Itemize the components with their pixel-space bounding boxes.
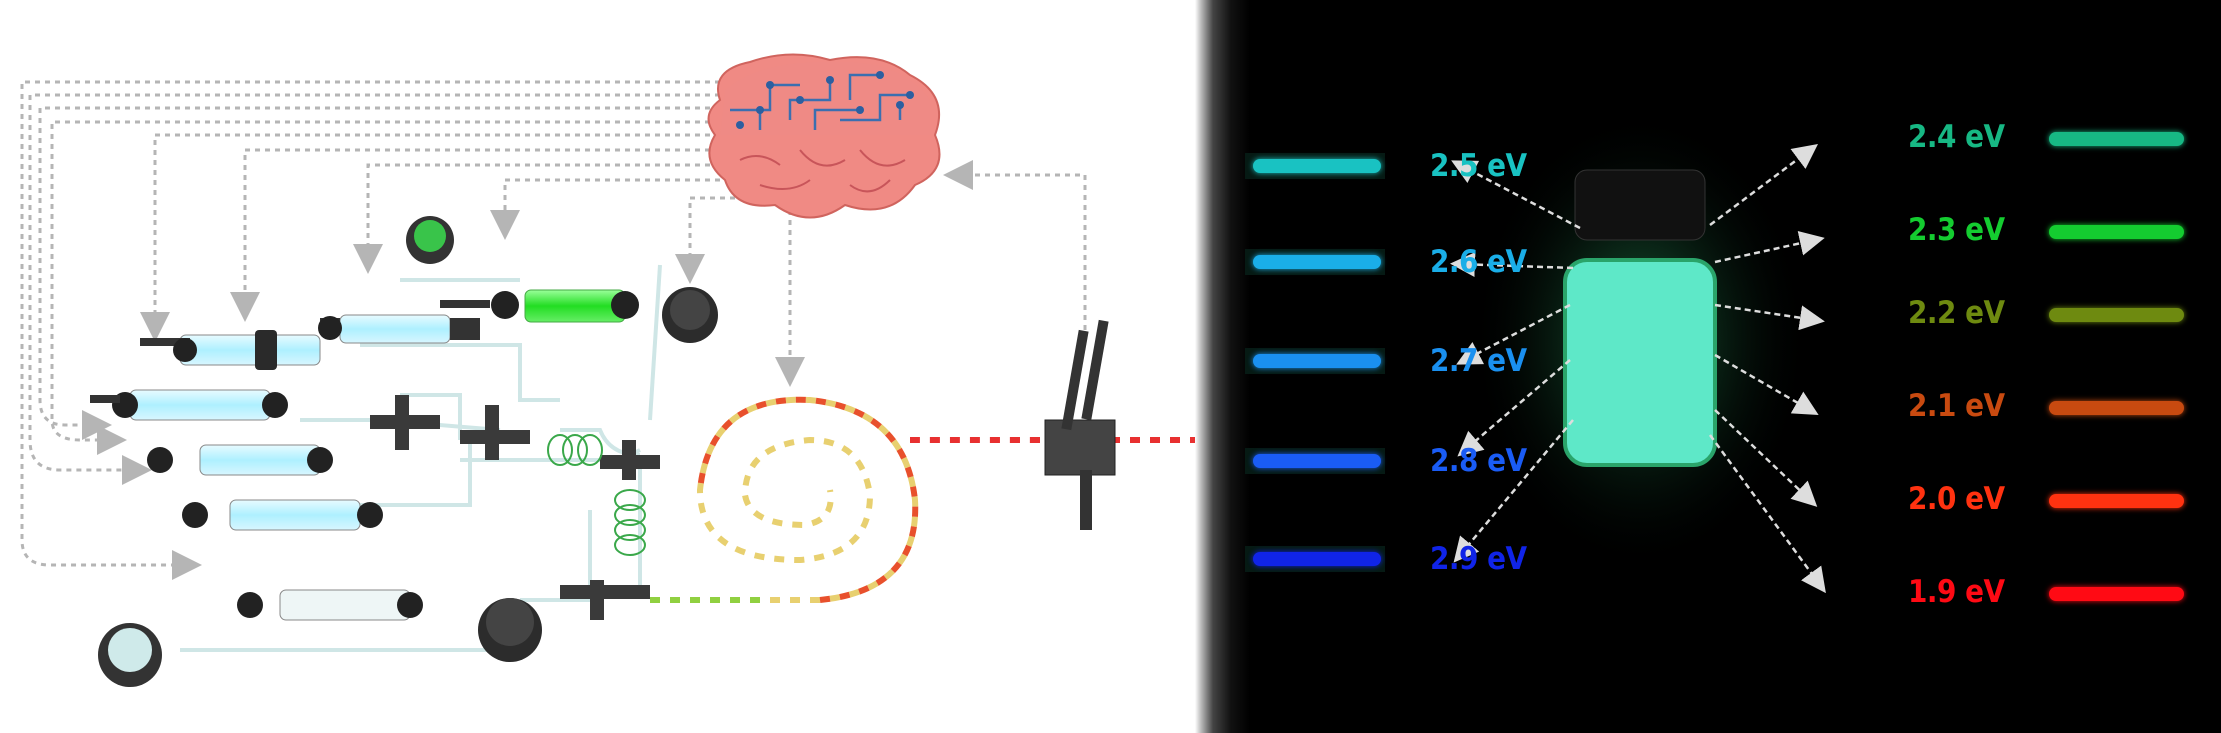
energy-label: 2.4 eV [1908, 119, 2005, 155]
syringe [318, 314, 480, 344]
syringe [182, 499, 383, 531]
emission-bar [1253, 159, 1381, 173]
energy-label: 2.7 eV [1430, 343, 1527, 379]
valves [98, 216, 718, 687]
syringe [147, 444, 333, 476]
emission-bar [2049, 587, 2184, 601]
energy-label: 2.8 eV [1430, 443, 1527, 479]
mixers [370, 395, 660, 620]
emission-bar [2049, 494, 2184, 508]
syringe [237, 589, 423, 621]
energy-label: 2.1 eV [1908, 388, 2005, 424]
energy-label: 2.5 eV [1430, 148, 1527, 184]
emission-bar [1253, 354, 1381, 368]
emission-panel: 2.5 eV 2.6 eV 2.7 eV 2.8 eV 2.9 eV 2.4 e… [1195, 0, 2221, 733]
energy-label: 2.9 eV [1430, 541, 1527, 577]
spiral-reactor [650, 396, 1210, 603]
syringe [140, 330, 321, 370]
syringe-green [440, 289, 639, 323]
emission-arrows [1450, 110, 1826, 594]
syringe-pumps [90, 289, 639, 621]
flow-platform-diagram [20, 53, 1210, 687]
brain-controller-icon [707, 53, 941, 219]
energy-label: 2.6 eV [1430, 244, 1527, 280]
flow-cell-detector [1044, 319, 1116, 530]
vial [1563, 258, 1717, 467]
emission-bar [2049, 308, 2184, 322]
emission-bar [1253, 454, 1381, 468]
emission-bar [2049, 401, 2184, 415]
syringe [90, 389, 288, 421]
energy-label: 2.0 eV [1908, 481, 2005, 517]
flow-platform-illustration [20, 53, 1210, 687]
arrows [1450, 144, 1826, 594]
energy-label: 2.2 eV [1908, 295, 2005, 331]
coil-reactor [547, 434, 646, 556]
emission-bar [2049, 132, 2184, 146]
emission-bar [1253, 255, 1381, 269]
emission-bar [2049, 225, 2184, 239]
energy-label: 1.9 eV [1908, 574, 2005, 610]
energy-label: 2.3 eV [1908, 212, 2005, 248]
control-arrows [20, 80, 1087, 580]
emission-bar [1253, 552, 1381, 566]
vial-cap [1574, 169, 1706, 241]
